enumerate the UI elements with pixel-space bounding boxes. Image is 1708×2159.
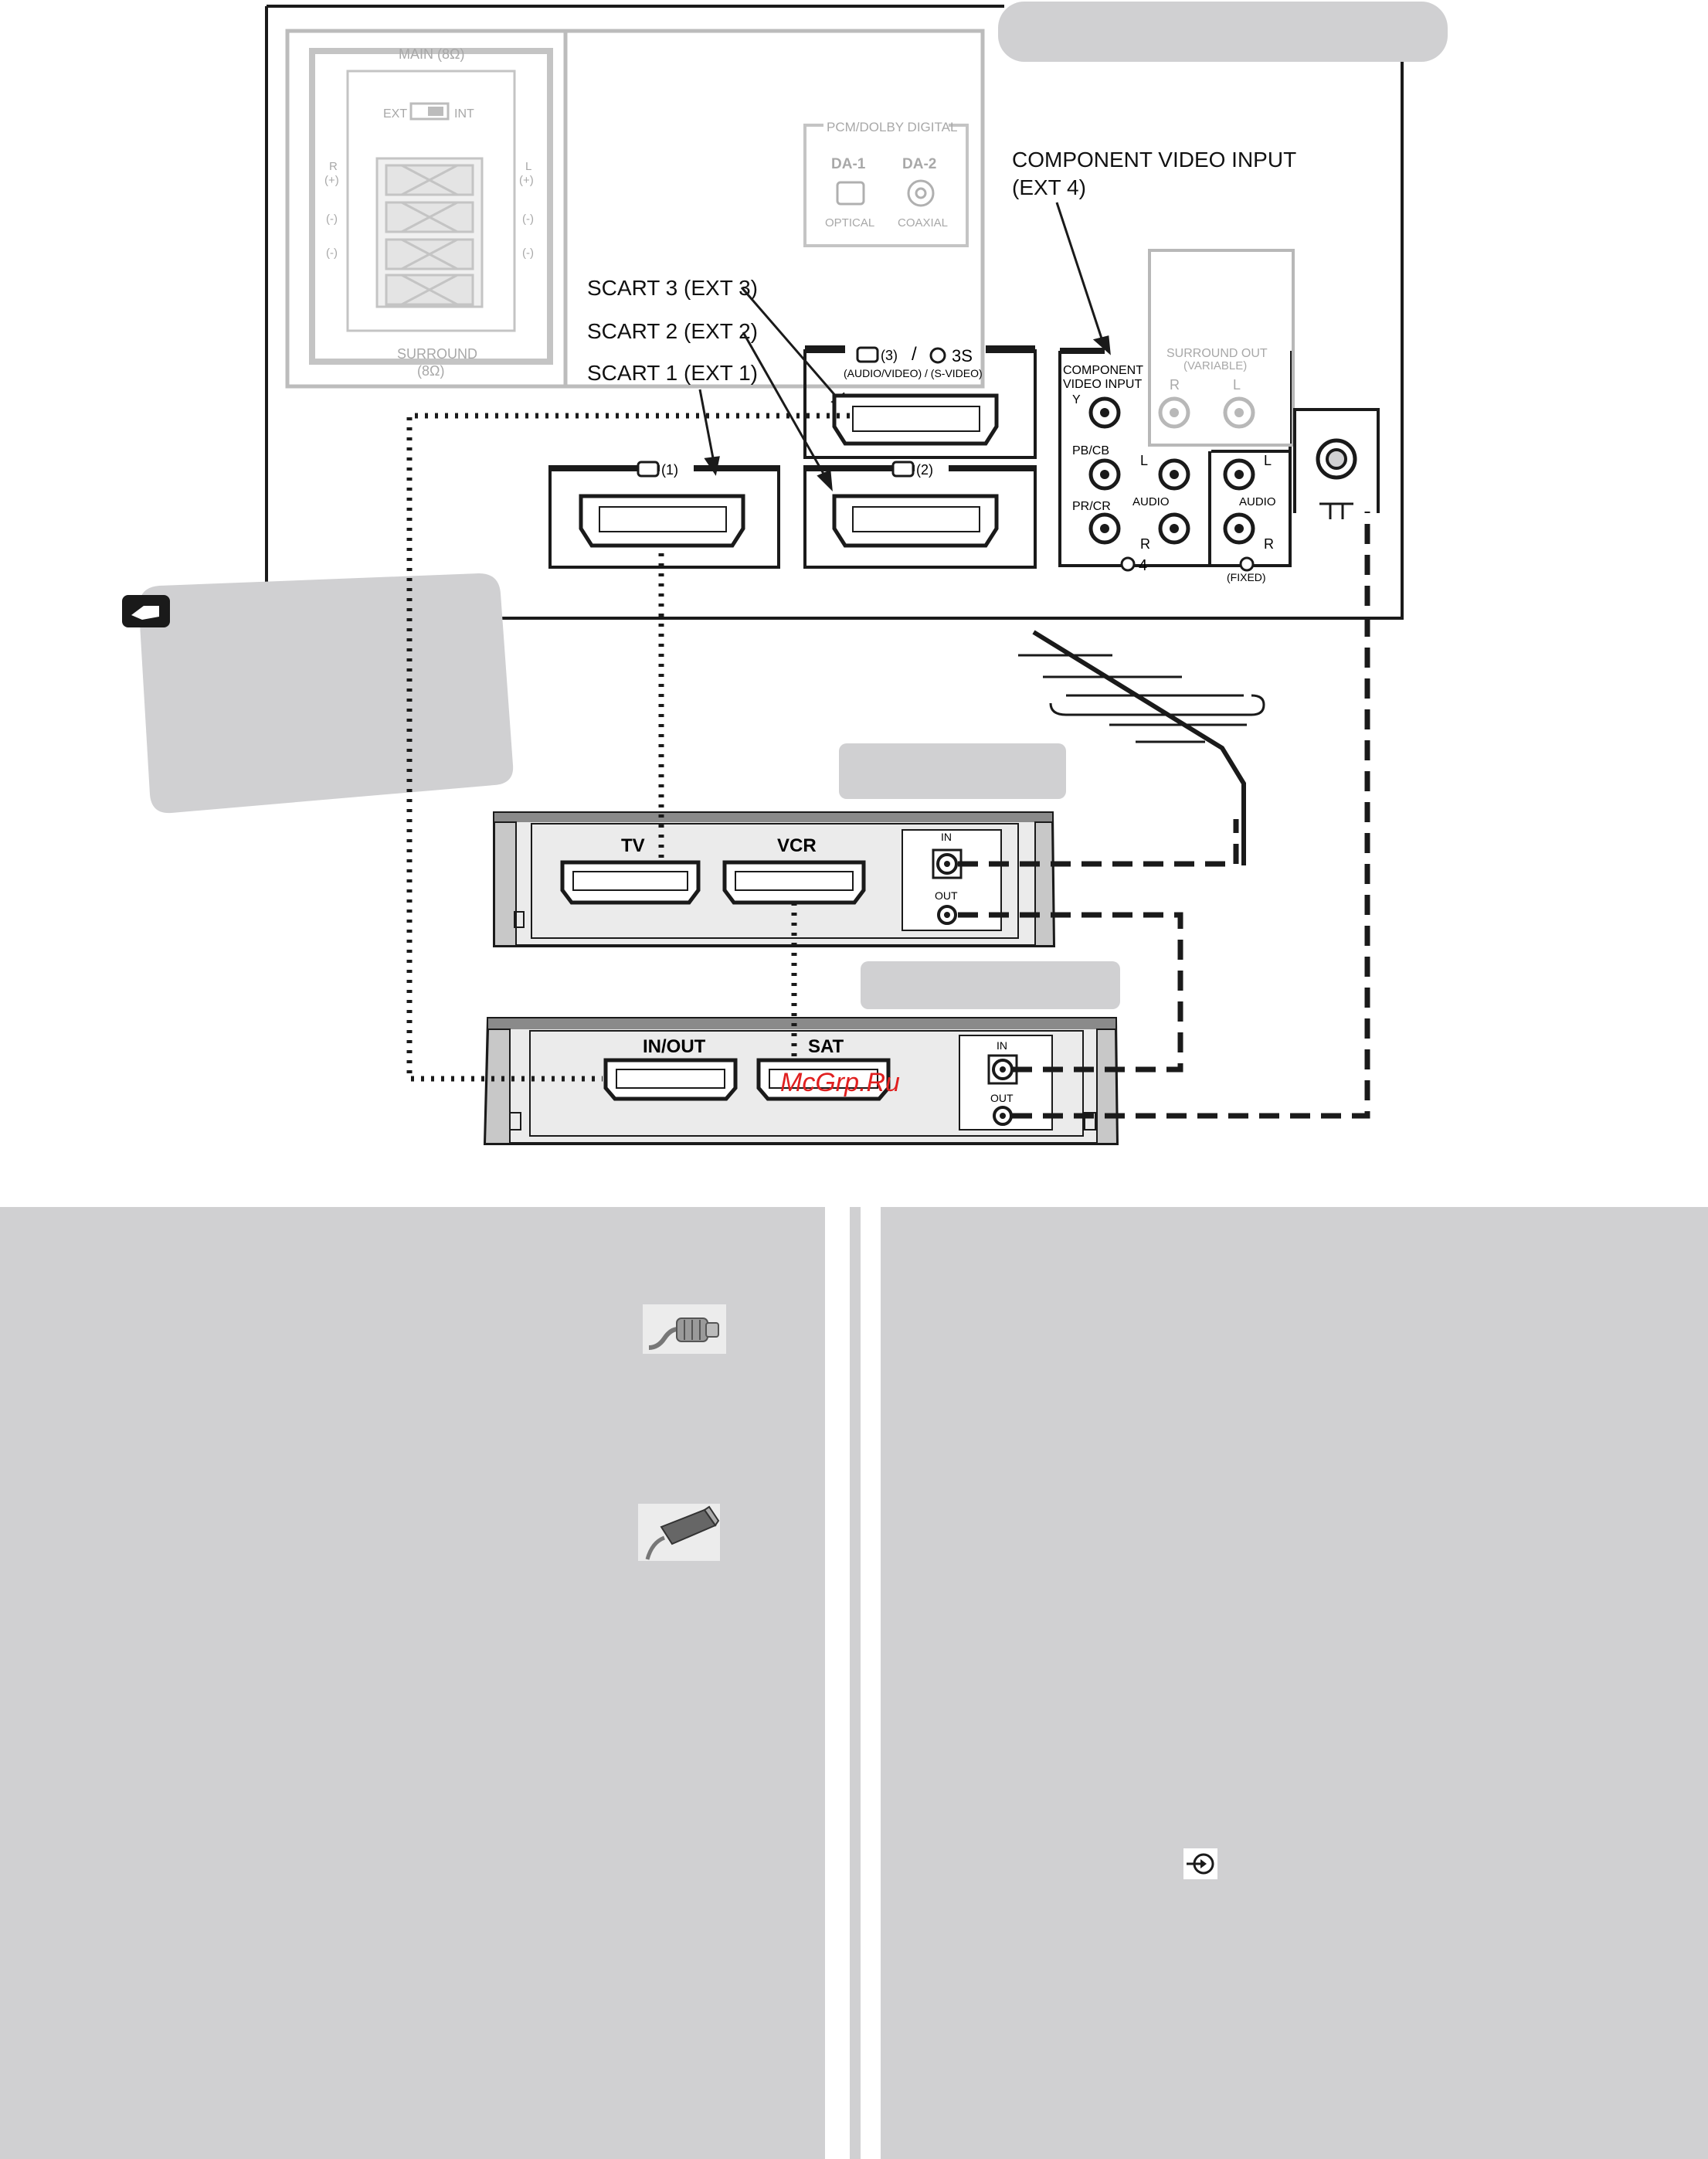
vcr-tv-label: TV	[621, 835, 645, 856]
surround-out-title: SURROUND OUT	[1166, 347, 1268, 360]
surround-out-block: SURROUND OUT (VARIABLE) R L	[1148, 249, 1295, 447]
component-video-block: COMPONENT VIDEO INPUT Y PB/CB PR/CR L AU…	[1058, 348, 1292, 574]
speaker-plus-right-label: (+)	[519, 174, 534, 187]
audio-out-fixed: (FIXED)	[1227, 571, 1266, 583]
scart-plug-icon	[638, 1504, 720, 1561]
scart2-label: (2)	[916, 462, 933, 478]
scart3-socket: (3) / 3S (AUDIO/VIDEO) / (S-VIDEO)	[803, 344, 1037, 459]
optical-port	[836, 181, 865, 206]
vcr-out-label: OUT	[935, 889, 958, 902]
vcr-title-box	[839, 743, 1066, 799]
component-title-1: COMPONENT	[1063, 364, 1143, 377]
sat-in-label: IN	[997, 1039, 1007, 1052]
panel-title-box	[998, 2, 1448, 62]
callout-component-video: COMPONENT VIDEO INPUT	[1012, 148, 1296, 172]
vcr-in-label: IN	[941, 831, 952, 843]
digital-optical: OPTICAL	[825, 216, 874, 230]
digital-title: PCM/DOLBY DIGITAL	[827, 120, 957, 134]
sat-inout-label: IN/OUT	[643, 1036, 706, 1057]
speaker-ext-label: EXT	[383, 107, 407, 121]
coaxial-port	[907, 179, 935, 207]
speaker-int-label: INT	[454, 107, 474, 121]
note-box	[122, 573, 514, 814]
speaker-surround-label: SURROUND	[397, 346, 477, 362]
component-audio-l: L	[1140, 453, 1148, 468]
sat-device: IN/OUT SAT IN OUT	[483, 1017, 1119, 1145]
rf-cables	[958, 512, 1370, 1119]
rf-plug-icon	[643, 1304, 726, 1354]
digital-audio-block: PCM/DOLBY DIGITAL DA-1 DA-2 OPTICAL COAX…	[803, 116, 969, 247]
scart3-s-label: 3S	[952, 346, 973, 366]
sat-inout-scart	[603, 1058, 738, 1101]
audio-out-l: L	[1264, 453, 1272, 468]
left-text-panel	[0, 1207, 825, 2159]
speaker-r-left-label: R	[329, 160, 338, 173]
component-audio-r: R	[1140, 536, 1150, 552]
speaker-terminals: MAIN (8Ω) EXT INT SURROUND (8Ω) R (+) (-…	[285, 29, 985, 389]
right-text-panel	[881, 1207, 1708, 2159]
component-pb-label: PB/CB	[1072, 444, 1109, 457]
callout-component-video-ext: (EXT 4)	[1012, 175, 1086, 199]
tv-rear-panel	[265, 5, 1404, 620]
surround-out-r: R	[1170, 377, 1180, 393]
scart-cables	[406, 413, 850, 1082]
scart3-label: (3)	[881, 348, 898, 363]
surround-out-sub: (VARIABLE)	[1183, 359, 1247, 372]
component-pr-label: PR/CR	[1072, 500, 1111, 513]
vcr-tv-scart	[560, 860, 701, 905]
speaker-minus-left-1: (-)	[326, 212, 338, 226]
audio-out-r: R	[1264, 536, 1274, 552]
speaker-surround-ohm: (8Ω)	[417, 363, 444, 379]
callout-scart3: SCART 3 (EXT 3)	[587, 276, 758, 300]
connection-diagram: MAIN (8Ω) EXT INT SURROUND (8Ω) R (+) (-…	[122, 2, 1448, 1145]
component-audio-label: AUDIO	[1132, 495, 1170, 508]
input-symbol-icon	[1183, 1848, 1217, 1879]
speaker-main-label: MAIN (8Ω)	[399, 46, 464, 62]
component-title-2: VIDEO INPUT	[1063, 378, 1142, 391]
svg-text:/: /	[912, 344, 917, 365]
sat-out-label: OUT	[990, 1092, 1014, 1104]
sat-sat-label: SAT	[808, 1036, 844, 1057]
speaker-minus-right-1: (-)	[522, 212, 534, 226]
surround-out-l: L	[1233, 377, 1241, 393]
callout-scart2: SCART 2 (EXT 2)	[587, 319, 758, 343]
vcr-vcr-scart	[722, 860, 866, 905]
scart1-label: (1)	[661, 462, 678, 478]
scart2-socket: (2)	[803, 461, 1037, 569]
speaker-minus-right-2: (-)	[522, 246, 534, 260]
digital-coaxial: COAXIAL	[898, 216, 948, 230]
column-divider	[850, 1207, 861, 2159]
digital-da1: DA-1	[831, 156, 866, 172]
audio-out-fixed-block: L AUDIO R (FIXED)	[1211, 450, 1290, 583]
aerial	[1018, 630, 1265, 865]
component-input-4: 4	[1139, 557, 1147, 574]
antenna-input	[1293, 408, 1380, 519]
watermark: McGrp.Ru	[780, 1068, 900, 1097]
callout-scart1: SCART 1 (EXT 1)	[587, 361, 758, 385]
audio-out-label: AUDIO	[1239, 495, 1276, 508]
scart1-socket: (1)	[548, 461, 780, 569]
vcr-device: TV VCR IN OUT	[493, 811, 1056, 947]
speaker-plus-left-label: (+)	[324, 174, 339, 187]
digital-da2: DA-2	[902, 156, 936, 172]
sat-title-box	[861, 961, 1120, 1009]
speaker-l-right-label: L	[525, 160, 531, 173]
vcr-vcr-label: VCR	[777, 835, 817, 856]
component-y-label: Y	[1072, 393, 1081, 406]
scart3-sub-label: (AUDIO/VIDEO) / (S-VIDEO)	[844, 367, 983, 379]
speaker-minus-left-2: (-)	[326, 246, 338, 260]
